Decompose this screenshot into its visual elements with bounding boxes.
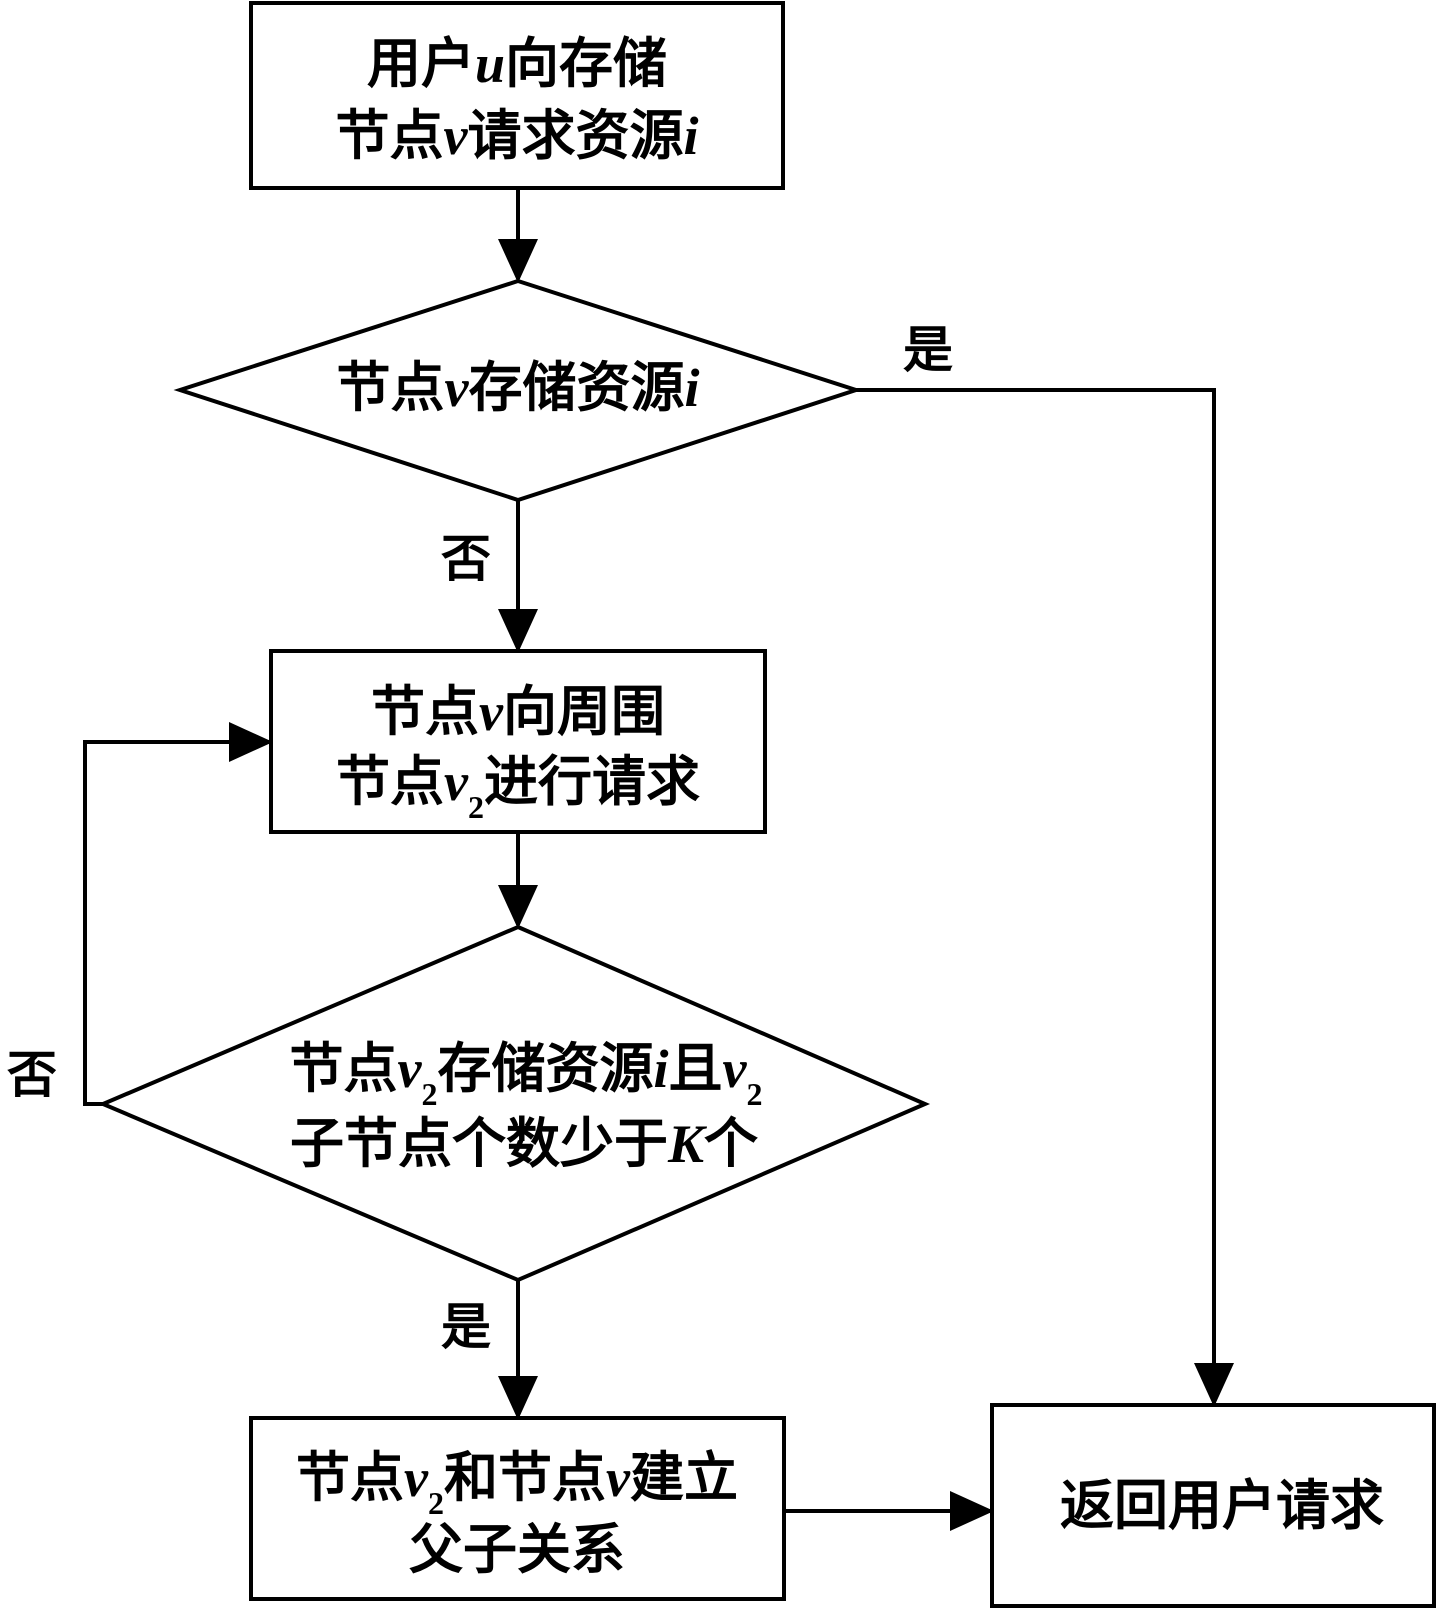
request-neighbors-line2: 节点v2进行请求	[336, 752, 700, 825]
establish-box	[249, 1416, 786, 1601]
request-neighbors-line1: 节点v向周围	[371, 682, 665, 742]
decision1-no-label: 否	[441, 531, 491, 587]
decision1-label: 节点v存储资源i	[337, 358, 700, 418]
return-label: 返回用户请求	[1060, 1476, 1384, 1536]
start-box	[249, 1, 785, 190]
start-line2: 节点v请求资源i	[336, 106, 699, 166]
decision2-diamond	[97, 924, 931, 1283]
establish-line1: 节点v2和节点v建立	[296, 1448, 738, 1521]
decision2-line2: 子节点个数少于K个	[290, 1114, 758, 1174]
decision2-yes-label: 是	[441, 1299, 491, 1355]
edge-decision1-yes	[856, 388, 1234, 1407]
decision2-no-label: 否	[7, 1047, 57, 1103]
edge-decision2-no	[83, 722, 273, 1106]
start-line1: 用户u向存储	[367, 34, 667, 94]
decision1-yes-label: 是	[903, 322, 953, 378]
establish-line2: 父子关系	[409, 1520, 625, 1580]
decision2-line1: 节点v2存储资源i且v2	[290, 1039, 763, 1112]
